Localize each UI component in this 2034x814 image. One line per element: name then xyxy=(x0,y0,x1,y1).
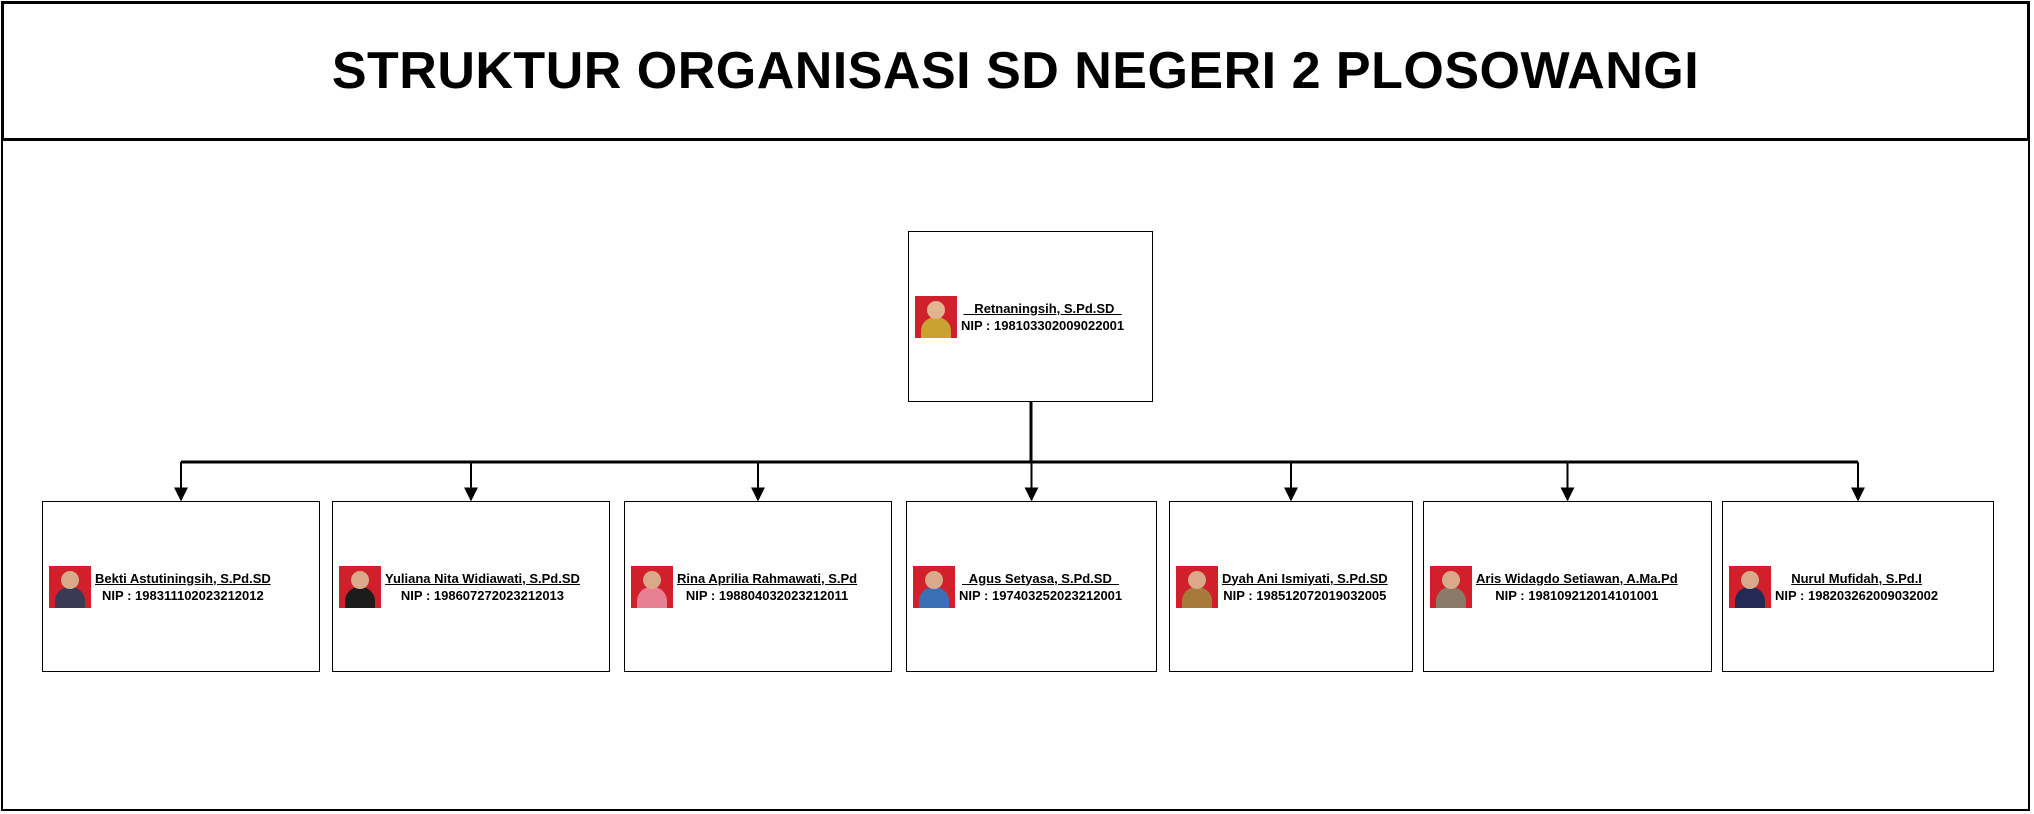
staff-attire xyxy=(345,586,375,608)
staff-attire xyxy=(637,586,667,608)
staff-face xyxy=(925,570,943,589)
head-info: Retnaningsih, S.Pd.SD NIP : 198103302009… xyxy=(961,300,1124,334)
person-photo xyxy=(915,295,957,338)
staff-nip: NIP : 198607272023212013 xyxy=(400,587,565,603)
staff-face xyxy=(351,570,369,589)
staff-face xyxy=(1442,570,1460,589)
staff-nip: NIP : 197403252023212001 xyxy=(959,587,1123,603)
staff-nip: NIP : 198109212014101001 xyxy=(1495,587,1659,603)
staff-face xyxy=(643,570,661,589)
staff-attire xyxy=(919,586,949,608)
staff-face xyxy=(1188,570,1206,589)
staff-attire xyxy=(1436,586,1466,608)
staff-face xyxy=(1741,570,1759,589)
staff-face xyxy=(61,570,79,589)
staff-nip: NIP : 198203262009032002 xyxy=(1775,587,1939,603)
person-photo xyxy=(1430,565,1472,608)
staff-attire xyxy=(55,586,85,608)
staff-name: Yuliana Nita Widiawati, S.Pd.SD xyxy=(385,570,580,586)
staff-card: Agus Setyasa, S.Pd.SD NIP : 197403252023… xyxy=(913,565,1122,608)
staff-name: Bekti Astutiningsih, S.Pd.SD xyxy=(95,570,271,586)
person-photo xyxy=(631,565,673,608)
staff-name: Rina Aprilia Rahmawati, S.Pd xyxy=(677,570,858,586)
staff-name: Nurul Mufidah, S.Pd.I xyxy=(1791,570,1922,586)
person-photo xyxy=(1729,565,1771,608)
staff-attire xyxy=(1735,586,1765,608)
page-title: STRUKTUR ORGANISASI SD NEGERI 2 PLOSOWAN… xyxy=(331,42,1700,100)
staff-name: Dyah Ani Ismiyati, S.Pd.SD xyxy=(1222,570,1388,586)
person-photo xyxy=(1176,565,1218,608)
staff-nip: NIP : 198804032023212011 xyxy=(685,587,849,603)
staff-name: Aris Widagdo Setiawan, A.Ma.Pd xyxy=(1476,570,1678,586)
head-face xyxy=(927,300,945,319)
head-name: Retnaningsih, S.Pd.SD xyxy=(963,300,1122,316)
head-card: Retnaningsih, S.Pd.SD NIP : 198103302009… xyxy=(915,295,1124,338)
person-photo xyxy=(339,565,381,608)
drop-arrows xyxy=(174,462,1865,502)
person-photo xyxy=(913,565,955,608)
staff-nip: NIP : 198512072019032005 xyxy=(1223,587,1387,603)
staff-info: Agus Setyasa, S.Pd.SD NIP : 197403252023… xyxy=(959,570,1122,604)
head-attire xyxy=(921,316,951,338)
staff-name: Agus Setyasa, S.Pd.SD xyxy=(962,570,1120,586)
person-photo xyxy=(49,565,91,608)
title-box: STRUKTUR ORGANISASI SD NEGERI 2 PLOSOWAN… xyxy=(1,1,2030,141)
staff-box: Agus Setyasa, S.Pd.SD NIP : 197403252023… xyxy=(906,501,1157,672)
staff-attire xyxy=(1182,586,1212,608)
staff-nip: NIP : 198311102023212012 xyxy=(102,587,264,603)
head-nip: NIP : 198103302009022001 xyxy=(961,317,1125,333)
head-box: Retnaningsih, S.Pd.SD NIP : 198103302009… xyxy=(908,231,1153,402)
